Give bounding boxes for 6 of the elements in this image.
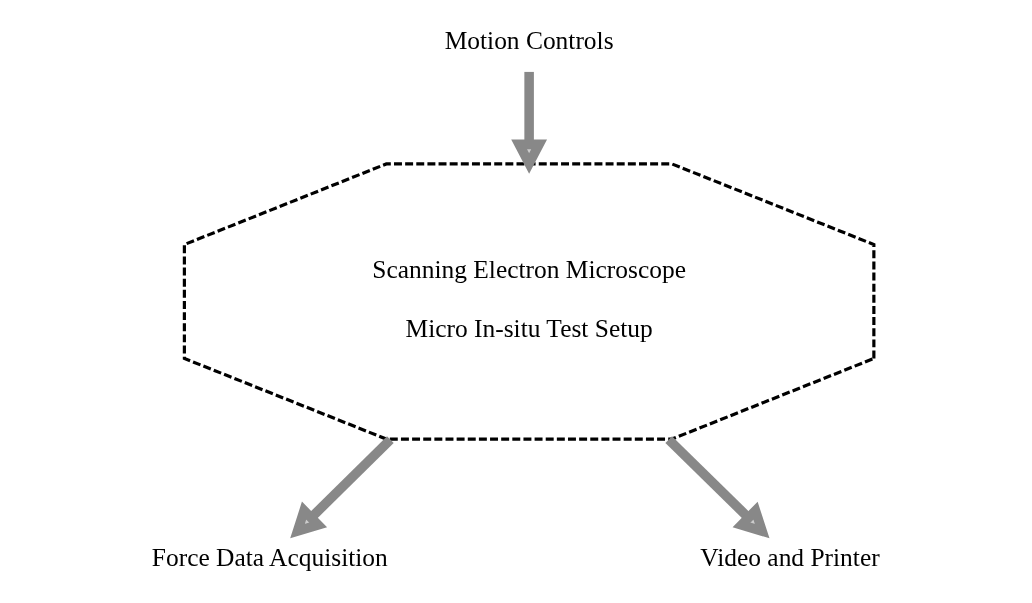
arrow — [665, 436, 770, 539]
node-text: Video and Printer — [700, 543, 880, 573]
arrow — [290, 436, 394, 539]
node-text: Motion Controls — [444, 26, 614, 56]
arrow — [511, 71, 548, 174]
node-text: Force Data Acquisition — [151, 543, 388, 573]
